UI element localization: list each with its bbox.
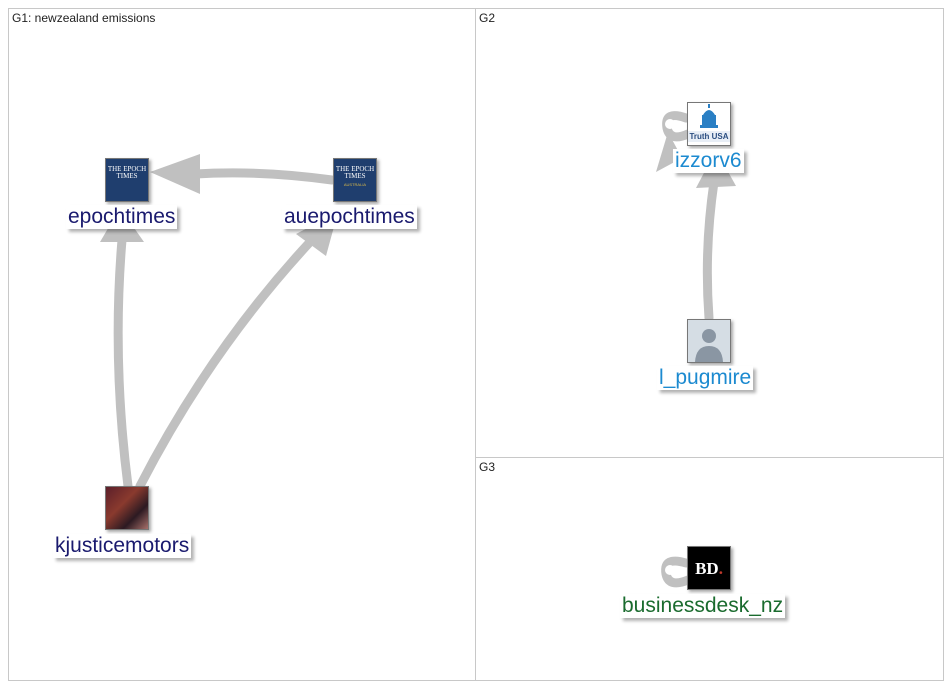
l_pugmire-avatar — [687, 319, 731, 363]
capitol-building-icon: Truth USA — [688, 103, 730, 145]
edge-l_pugmire-izzorv6 — [702, 177, 719, 323]
profile-photo — [106, 487, 148, 529]
auepochtimes-avatar: THE EPOCH TIMES AUSTRALIA — [333, 158, 377, 202]
default-user-icon — [688, 320, 730, 362]
self-loop-end-businessdesk_nz — [665, 565, 675, 575]
epoch-times-logo: THE EPOCH TIMES — [106, 159, 148, 201]
kjusticemotors-label: kjusticemotors — [53, 534, 192, 558]
izzorv6-avatar: Truth USA — [687, 102, 731, 146]
group-g1: G1: newzealand emissions — [8, 8, 476, 681]
group-g3-label: G3 — [479, 460, 496, 474]
edge-kjusticemotors-epochtimes — [113, 235, 133, 491]
kjusticemotors-avatar — [105, 486, 149, 530]
auepochtimes-label: auepochtimes — [282, 205, 417, 229]
edge-businessdesk_nz-self-loop — [661, 556, 693, 588]
arrowhead-epochtimes-from-auepochtimes — [150, 154, 200, 194]
group-g2-label: G2 — [479, 11, 496, 25]
epochtimes-avatar: THE EPOCH TIMES — [105, 158, 149, 202]
self-loop-end-izzorv6 — [665, 119, 675, 129]
l_pugmire-label: l_pugmire — [657, 366, 754, 390]
edge-kjusticemotors-auepochtimes — [135, 237, 315, 491]
izzorv6-label: izzorv6 — [673, 149, 744, 173]
bd-logo-icon: BD. — [688, 547, 730, 589]
businessdesk_nz-avatar: BD. — [687, 546, 731, 590]
epoch-times-australia-logo: THE EPOCH TIMES AUSTRALIA — [334, 159, 376, 201]
truth-usa-text: Truth USA — [688, 131, 730, 142]
group-g1-label: G1: newzealand emissions — [12, 11, 156, 25]
edge-auepochtimes-epochtimes — [190, 168, 337, 185]
arrowhead-izzorv6-self — [656, 132, 682, 172]
epochtimes-label: epochtimes — [66, 205, 178, 229]
businessdesk_nz-label: businessdesk_nz — [620, 594, 786, 618]
